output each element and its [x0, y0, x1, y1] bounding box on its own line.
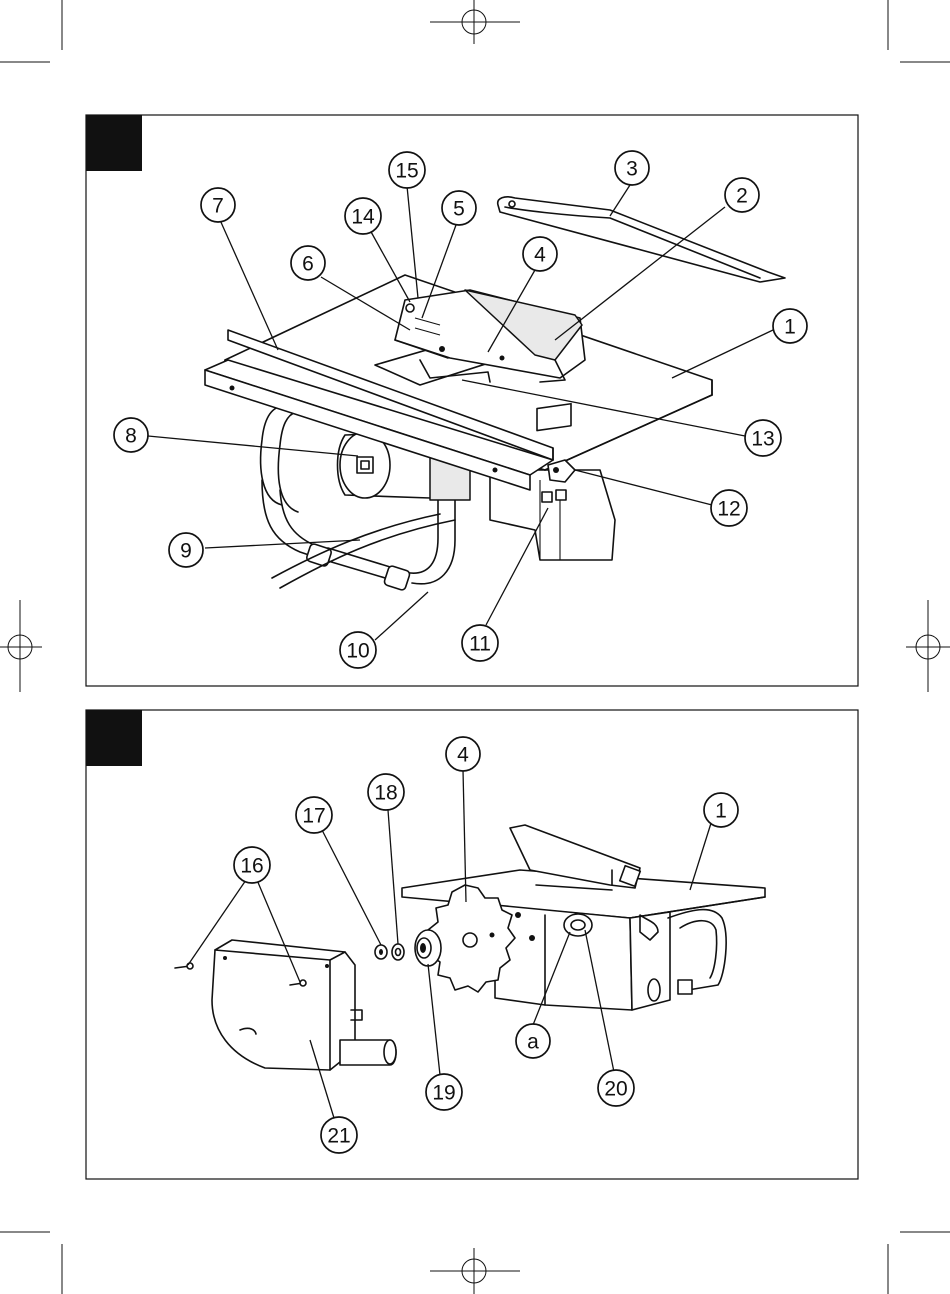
- callout-2-20: 20: [598, 1070, 634, 1106]
- callout-6: 6: [291, 246, 325, 280]
- svg-text:16: 16: [240, 855, 263, 878]
- svg-text:4: 4: [534, 244, 546, 267]
- outer-flange: [415, 930, 441, 966]
- svg-text:a: a: [527, 1031, 539, 1054]
- svg-text:4: 4: [457, 744, 469, 767]
- callout-2-17: 17: [296, 797, 332, 833]
- svg-text:6: 6: [302, 253, 314, 276]
- crosshair-left-icon: [0, 600, 42, 692]
- callout-9: 9: [169, 533, 203, 567]
- callout-13: 13: [745, 420, 781, 456]
- callout-10: 10: [340, 632, 376, 668]
- svg-text:9: 9: [180, 540, 192, 563]
- svg-text:5: 5: [453, 198, 465, 221]
- callout-3: 3: [615, 151, 649, 185]
- callout-2-4: 4: [446, 737, 480, 771]
- callout-14: 14: [345, 198, 381, 234]
- svg-text:8: 8: [125, 425, 137, 448]
- callout-2-18: 18: [368, 774, 404, 810]
- callout-4: 4: [523, 237, 557, 271]
- svg-text:2: 2: [736, 185, 748, 208]
- crosshair-right-icon: [906, 600, 950, 692]
- svg-text:19: 19: [432, 1082, 455, 1105]
- figure-number-block: [86, 710, 142, 766]
- callout-1: 1: [773, 309, 807, 343]
- svg-text:18: 18: [374, 782, 397, 805]
- svg-text:20: 20: [604, 1078, 627, 1101]
- svg-text:7: 7: [212, 195, 224, 218]
- callout-8: 8: [114, 418, 148, 452]
- callout-2-21: 21: [321, 1117, 357, 1153]
- crosshair-top-icon: [430, 0, 520, 44]
- svg-text:17: 17: [302, 805, 325, 828]
- crosshair-bottom-icon: [430, 1248, 520, 1294]
- washer: [392, 944, 404, 960]
- svg-text:11: 11: [469, 633, 491, 656]
- callout-5: 5: [442, 191, 476, 225]
- svg-text:21: 21: [327, 1125, 350, 1148]
- figure-number-block: [86, 115, 142, 171]
- callout-2-a: a: [516, 1024, 550, 1058]
- figure-2: 1 4 16 17 18 19 20 21 a: [86, 710, 858, 1179]
- svg-text:3: 3: [626, 158, 638, 181]
- svg-text:10: 10: [346, 640, 369, 663]
- figure-1: 1 2 3 4 5 6 7 8 9 10 11 12 13 14 15: [86, 115, 858, 686]
- callout-11: 11: [462, 625, 498, 661]
- svg-text:15: 15: [395, 160, 418, 183]
- svg-text:1: 1: [715, 800, 727, 823]
- callout-2-16: 16: [234, 847, 270, 883]
- callout-2-19: 19: [426, 1074, 462, 1110]
- blade-nut: [375, 945, 387, 959]
- callout-2: 2: [725, 178, 759, 212]
- callout-2-1: 1: [704, 793, 738, 827]
- callout-7: 7: [201, 188, 235, 222]
- callout-12: 12: [711, 490, 747, 526]
- svg-text:1: 1: [784, 316, 796, 339]
- svg-text:14: 14: [351, 206, 375, 229]
- svg-text:12: 12: [717, 498, 740, 521]
- callout-15: 15: [389, 152, 425, 188]
- lower-blade-guard: [212, 940, 396, 1070]
- svg-text:13: 13: [751, 428, 774, 451]
